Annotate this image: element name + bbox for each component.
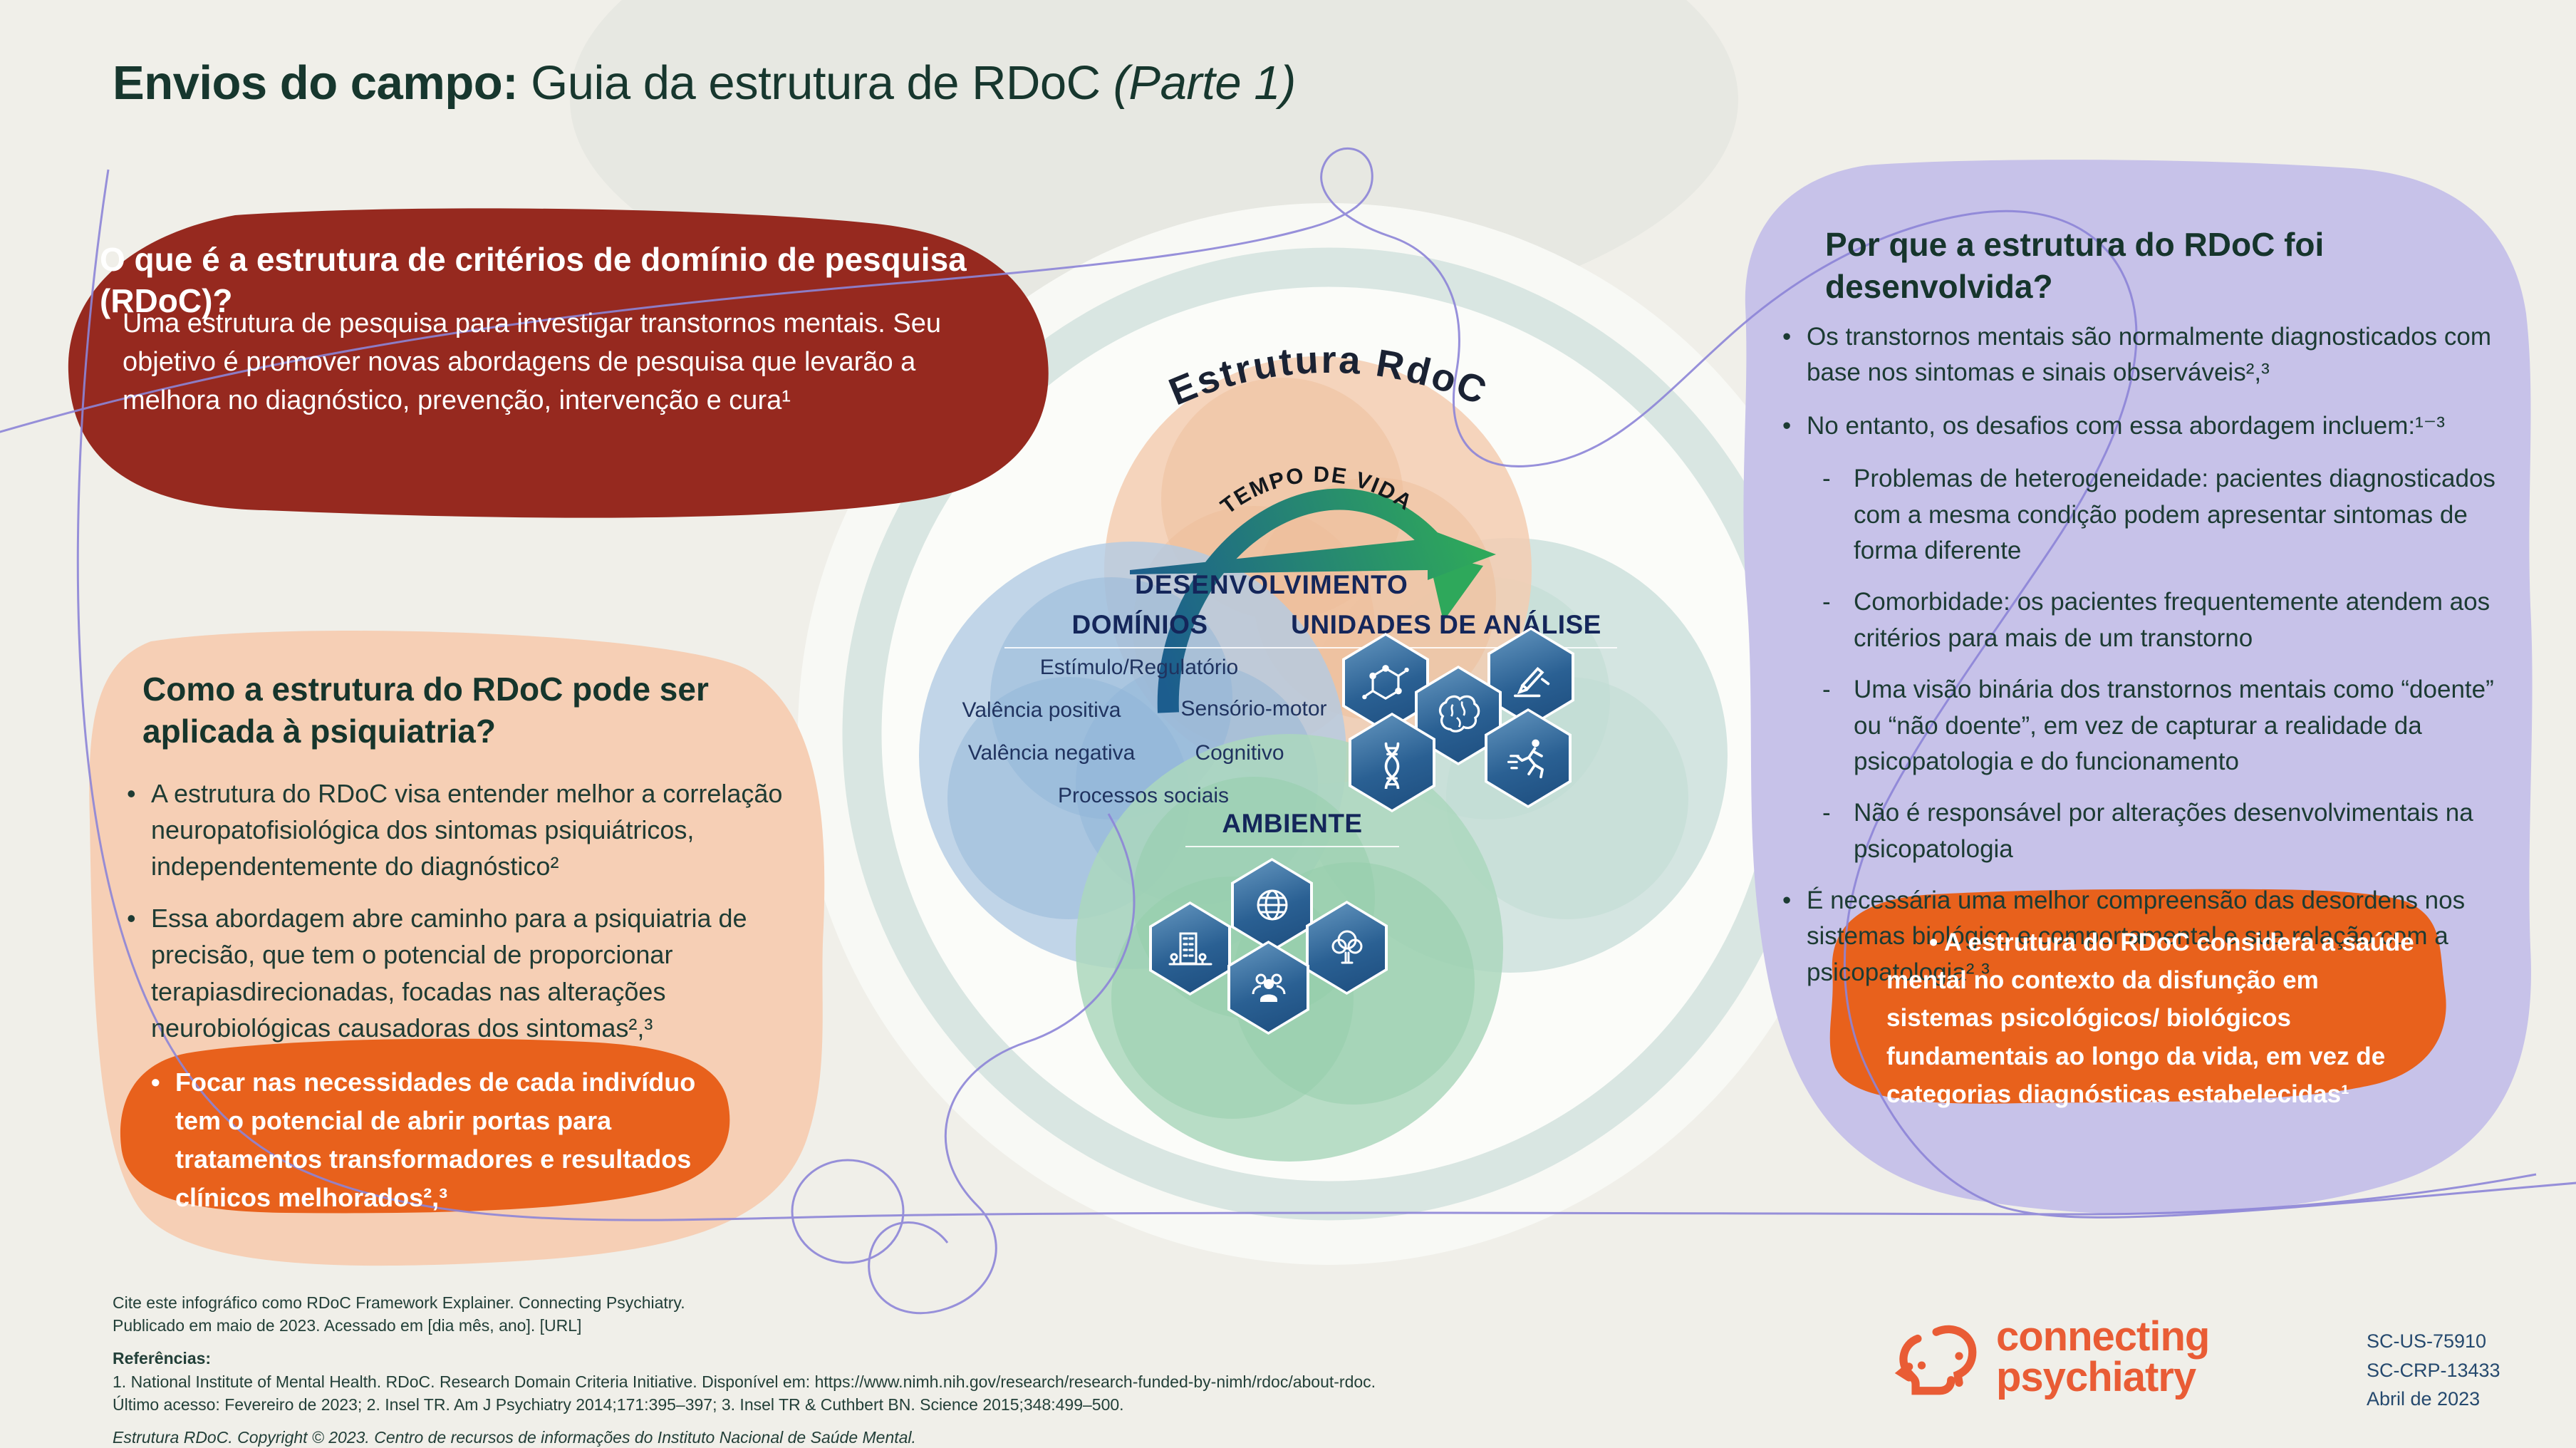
bullet-marker: • — [151, 1067, 160, 1097]
page-title-bold: Envios do campo: — [113, 56, 519, 110]
footer-references-label: Referências: — [113, 1349, 212, 1368]
bullet-marker: • — [1929, 929, 1938, 956]
dash-marker: - — [1822, 676, 1831, 704]
focus-callout-text: Focar nas necessidades de cada indivíduo… — [175, 1067, 696, 1212]
dna-icon — [1384, 742, 1400, 789]
footer: Cite este infográfico como RDoC Framewor… — [113, 1291, 1537, 1448]
focus-callout-bullet: • Focar nas necessidades de cada indivíd… — [151, 1063, 714, 1217]
rdoc-callout: • A estrutura do RDoC considera a saúde … — [1886, 924, 2432, 1113]
domain-item-processos-sociais: Processos sociais — [1057, 784, 1230, 807]
people-icon — [1252, 973, 1285, 1002]
bullet-marker: • — [127, 904, 136, 934]
tree-icon — [1331, 930, 1362, 964]
footer-cite-line2: Publicado em maio de 2023. Acessado em [… — [113, 1316, 582, 1335]
connecting-psychiatry-logo-icon — [1894, 1325, 1977, 1395]
why-sub-4-text: Não é responsável por alterações desenvo… — [1854, 799, 2473, 863]
how-bullet-2-text: Essa abordagem abre caminho para a psiqu… — [151, 904, 747, 1043]
how-bullet-2: • Essa abordagem abre caminho para a psi… — [127, 900, 789, 1045]
globe-icon — [1257, 889, 1287, 921]
why-bullet-2-text: No entanto, os desafios com essa abordag… — [1807, 411, 2445, 440]
code-3: Abril de 2023 — [2367, 1388, 2481, 1410]
footer-copyright: Estrutura RDoC. Copyright © 2023. Centro… — [113, 1427, 916, 1447]
why-bullet-1: • Os transtornos mentais são normalmente… — [1782, 319, 2502, 391]
why-bullet-3: • É necessária uma melhor compreensão da… — [1782, 883, 2502, 991]
bullet-marker: • — [127, 779, 136, 808]
domain-item-valencia-negativa: Valência negativa — [967, 741, 1136, 765]
brain-icon — [1438, 695, 1480, 733]
development-arrow — [1130, 529, 1496, 580]
document-codes: SC-US-75910 SC-CRP-13433 Abril de 2023 — [2367, 1327, 2500, 1414]
connecting-psychiatry-logo-text: connecting psychiatry — [1996, 1313, 2210, 1400]
dash-marker: - — [1822, 799, 1831, 827]
code-1: SC-US-75910 — [2367, 1330, 2487, 1352]
why-sub-1-text: Problemas de heterogeneidade: pacientes … — [1854, 465, 2496, 564]
why-box-bullets: • Os transtornos mentais são normalmente… — [1782, 319, 2502, 1008]
why-box-heading: Por que a estrutura do RDoC foi desenvol… — [1825, 226, 2325, 305]
building-icon — [1168, 932, 1212, 966]
footer-cite-line1: Cite este infográfico como RDoC Framewor… — [113, 1293, 685, 1312]
what-box-body: Uma estrutura de pesquisa para investiga… — [123, 309, 942, 415]
page-title-regular: Guia da estrutura de RDoC — [518, 56, 1113, 110]
what-box-heading: O que é a estrutura de critérios de domí… — [100, 241, 967, 319]
development-label: DESENVOLVIMENTO — [1135, 570, 1408, 599]
molecule-icon — [1362, 665, 1409, 700]
running-person-icon — [1507, 739, 1544, 779]
focus-callout: • Focar nas necessidades de cada indivíd… — [151, 1063, 714, 1233]
why-bullet-2: • No entanto, os desafios com essa abord… — [1782, 408, 2502, 444]
why-sub-4: - Não é responsável por alterações desen… — [1822, 795, 2502, 867]
why-bullet-3-text: É necessária uma melhor compreensão das … — [1807, 886, 2466, 986]
dash-marker: - — [1822, 588, 1831, 616]
red-blob — [68, 208, 1049, 518]
why-bullet-1-text: Os transtornos mentais são normalmente d… — [1807, 323, 2492, 387]
domains-title: DOMÍNIOS — [1004, 610, 1275, 648]
page-title: Envios do campo: Guia da estrutura de RD… — [113, 56, 1296, 110]
domain-item-valencia-positiva: Valência positiva — [962, 698, 1121, 722]
bullet-marker: • — [1782, 323, 1792, 351]
bullet-marker: • — [1782, 886, 1792, 915]
footer-reference-line2: Último acesso: Fevereiro de 2023; 2. Ins… — [113, 1395, 1124, 1414]
why-sub-1: - Problemas de heterogeneidade: paciente… — [1822, 461, 2502, 569]
decorative-squiggle-lines — [0, 148, 2576, 1315]
page-title-italic: (Parte 1) — [1113, 56, 1297, 110]
logo-line2: psychiatry — [1996, 1353, 2196, 1400]
why-sub-3: - Uma visão binária dos transtornos ment… — [1822, 672, 2502, 780]
footer-gap — [113, 1416, 1537, 1426]
domain-item-sensorio-motor: Sensório-motor — [1180, 697, 1327, 720]
domain-item-cognitivo: Cognitivo — [1195, 741, 1284, 765]
rdoc-callout-text: A estrutura do RDoC considera a saúde me… — [1886, 929, 2414, 1108]
bullet-marker: • — [1782, 411, 1792, 440]
why-sub-3-text: Uma visão binária dos transtornos mentai… — [1854, 676, 2494, 775]
how-box-heading: Como a estrutura do RDoC pode ser aplica… — [142, 671, 709, 750]
focus-callout-blob — [120, 1038, 730, 1214]
how-box-bullets: • A estrutura do RDoC visa entender melh… — [127, 775, 789, 1062]
logo-line1: connecting — [1996, 1313, 2210, 1360]
units-title: UNIDADES DE ANÁLISE — [1275, 610, 1617, 648]
why-sub-2: - Comorbidade: os pacientes frequentemen… — [1822, 584, 2502, 656]
why-sub-2-text: Comorbidade: os pacientes frequentemente… — [1854, 588, 2491, 652]
domain-item-stimulo: Estímulo/Regulatório — [1039, 656, 1239, 679]
environment-title: AMBIENTE — [1185, 809, 1399, 847]
dash-marker: - — [1822, 465, 1831, 493]
footer-reference-line1: 1. National Institute of Mental Health. … — [113, 1372, 1376, 1391]
writing-hand-icon — [1513, 666, 1550, 698]
how-bullet-1-text: A estrutura do RDoC visa entender melhor… — [151, 779, 783, 881]
how-bullet-1: • A estrutura do RDoC visa entender melh… — [127, 775, 789, 884]
code-2: SC-CRP-13433 — [2367, 1359, 2500, 1381]
rdoc-callout-blob — [1829, 889, 2446, 1104]
footer-gap — [113, 1337, 1537, 1347]
